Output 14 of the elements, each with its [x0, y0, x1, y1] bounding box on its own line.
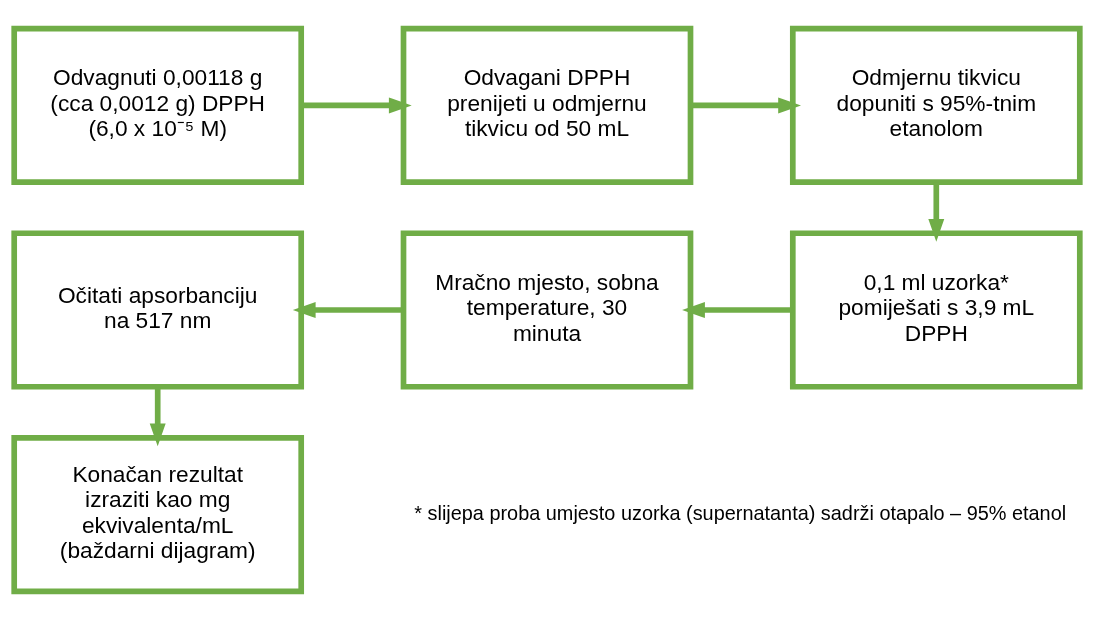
arrow — [682, 301, 793, 318]
node-box: 0,1 ml uzorka* pomiješati s 3,9 mL DPPH — [789, 229, 1083, 390]
node-box: Konačan rezultat izraziti kao mg ekvivalenta/mL (baždarni dijagram) — [11, 434, 305, 594]
node-box: Očitati apsorbanciju na 517 nm — [11, 229, 305, 390]
arrow — [690, 96, 801, 113]
node-box: Odvagani DPPH prenijeti u odmjernu tikvicu od 50 mL — [400, 25, 694, 185]
label: * slijepa proba umjesto uzorka (supernatanta) sadrži otapalo – 95% etanol — [414, 501, 1067, 524]
node-box: Mračno mjesto, sobna temperature, 30 minuta — [400, 229, 694, 390]
node-box: Odmjernu tikvicu dopuniti s 95%-tnim etanolom — [789, 25, 1083, 185]
node-box: Odvagnuti 0,00118 g (cca 0,0012 g) DPPH (6,0 x 10⁻⁵ M) — [11, 25, 305, 185]
arrow — [149, 386, 166, 446]
arrow — [301, 96, 412, 113]
arrow — [292, 301, 404, 318]
arrow — [928, 182, 945, 242]
